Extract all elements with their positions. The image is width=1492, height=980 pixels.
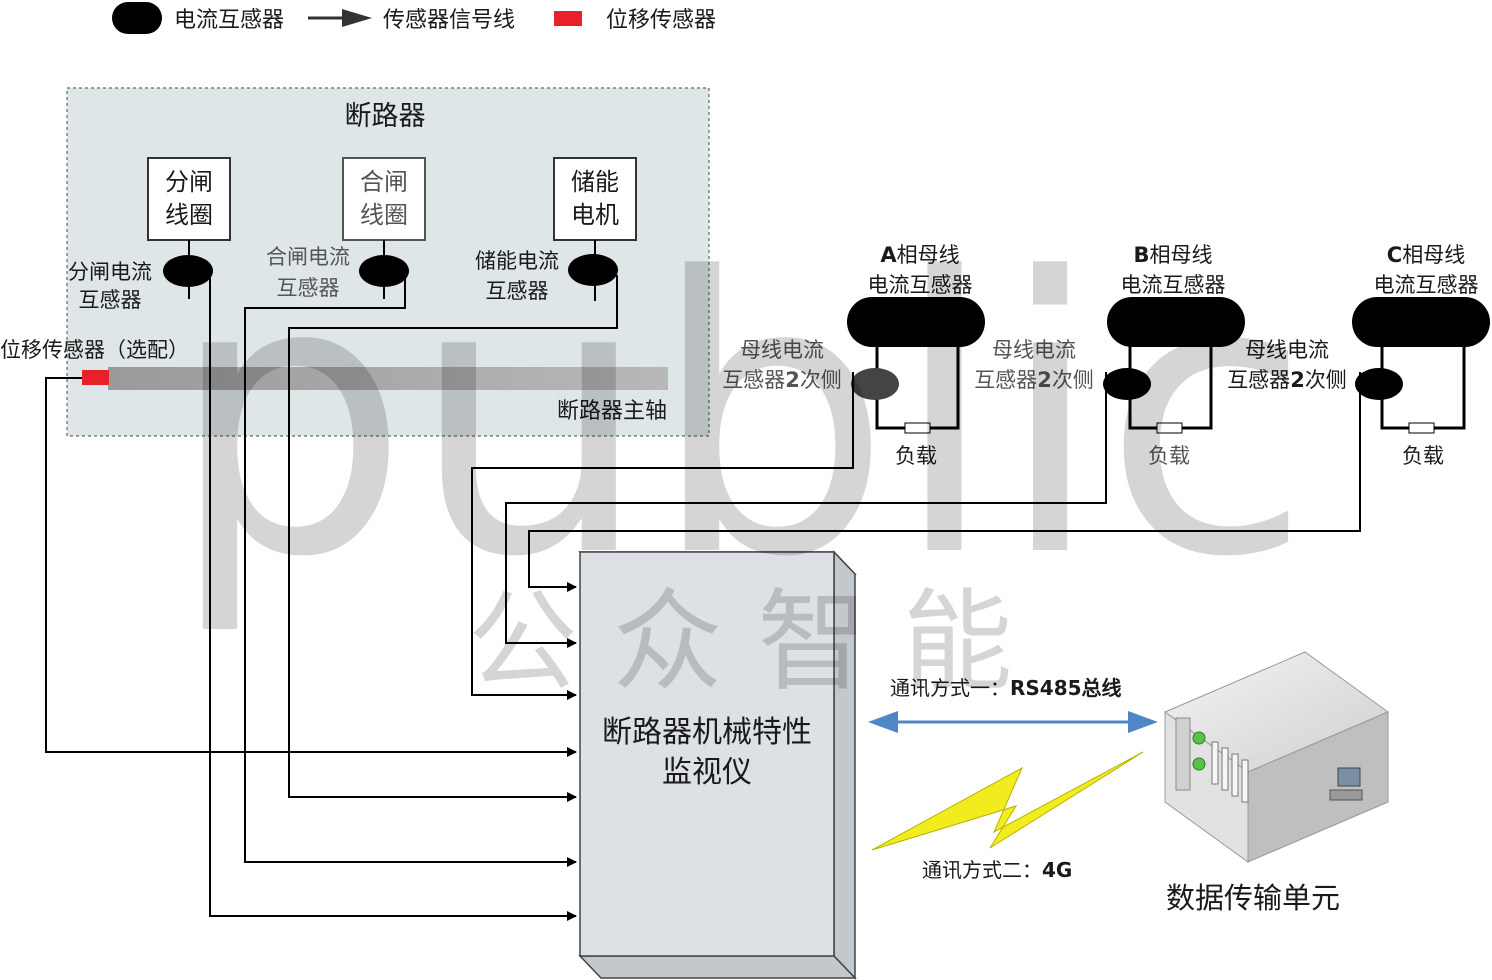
svg-text:母线电流: 母线电流: [992, 338, 1076, 362]
bus-c-secondary-ct-icon: [1355, 368, 1403, 400]
svg-text:线圈: 线圈: [360, 201, 408, 229]
svg-text:储能: 储能: [571, 168, 619, 196]
legend-ct-label: 电流互感器: [174, 8, 284, 33]
disp-sensor-label: 位移传感器（选配）: [0, 338, 189, 362]
rs485-arrow-right-icon: [1128, 711, 1158, 733]
bus-signal-wires: [471, 372, 1361, 700]
svg-text:电流互感器: 电流互感器: [868, 273, 973, 297]
motor-ct-label-1: 储能电流: [475, 249, 559, 273]
trip-ct-label-1: 分闸电流: [68, 260, 152, 284]
svg-text:互感器2次侧: 互感器2次侧: [974, 368, 1094, 392]
svg-text:C相母线: C相母线: [1387, 243, 1465, 267]
breaker-title: 断路器: [345, 101, 426, 132]
wireless-bolt-icon: [871, 751, 1144, 851]
legend-ct-icon: [112, 2, 162, 34]
breaker-signal-wires: [45, 275, 618, 921]
svg-text:电流互感器: 电流互感器: [1121, 273, 1226, 297]
svg-text:通讯方式一：RS485总线: 通讯方式一：RS485总线: [890, 676, 1122, 700]
svg-text:电流互感器: 电流互感器: [1374, 273, 1479, 297]
trip-ct-icon: [163, 255, 213, 299]
disp-signal-line: [45, 377, 577, 757]
bus-b-signal-line: [505, 372, 1107, 648]
comm-rs485: 通讯方式一：RS485总线: [868, 676, 1158, 733]
bus-group-a: A相母线 电流互感器 负载 母线电流 互感器2次侧: [722, 243, 985, 468]
watermark-cn: 公 众 智 能: [468, 578, 1013, 706]
trip-ct-signal-line: [209, 278, 577, 921]
legend-signal-label: 传感器信号线: [383, 8, 515, 33]
bus-c-ct-icon: [1352, 297, 1490, 347]
comm-4g: 通讯方式二：4G: [871, 751, 1144, 882]
svg-text:合闸: 合闸: [360, 168, 408, 196]
legend-disp-label: 位移传感器: [606, 8, 716, 33]
bus-group-b: B相母线 电流互感器 负载 母线电流 互感器2次侧: [974, 243, 1245, 468]
bus-a-ct-icon: [847, 297, 985, 347]
monitor-label-2: 监视仪: [662, 755, 752, 790]
svg-text:负载: 负载: [895, 444, 937, 468]
svg-text:分闸: 分闸: [165, 168, 213, 196]
svg-text:互感器2次侧: 互感器2次侧: [1227, 368, 1347, 392]
bus-b-secondary-ct-icon: [1103, 368, 1151, 400]
svg-text:A相母线: A相母线: [880, 243, 959, 267]
close-ct-label-1: 合闸电流: [266, 245, 350, 269]
shaft-label: 断路器主轴: [557, 399, 667, 424]
svg-text:线圈: 线圈: [165, 201, 213, 229]
svg-text:通讯方式二：4G: 通讯方式二：4G: [922, 858, 1072, 882]
svg-text:B相母线: B相母线: [1133, 243, 1212, 267]
svg-text:互感器2次侧: 互感器2次侧: [722, 368, 842, 392]
motor-ct-signal-line: [288, 275, 618, 802]
close-ct-label-2: 互感器: [277, 276, 340, 300]
close-ct-icon: [359, 255, 409, 299]
breaker-shaft: [108, 367, 668, 390]
motor-ct-icon: [568, 254, 618, 301]
svg-text:母线电流: 母线电流: [1245, 338, 1329, 362]
legend-signal-arrow-icon: [308, 9, 372, 27]
watermark: public 公 众 智 能: [168, 197, 1311, 706]
close-ct-signal-line: [244, 275, 577, 867]
bus-c-load-resistor: [1408, 422, 1435, 434]
bus-a-signal-line: [471, 372, 854, 700]
disp-sensor-icon: [82, 370, 109, 385]
motor-ct-label-2: 互感器: [486, 279, 549, 303]
legend: 电流互感器 传感器信号线 位移传感器: [112, 2, 716, 34]
monitor-label-1: 断路器机械特性: [602, 715, 812, 750]
svg-text:负载: 负载: [1148, 444, 1190, 468]
rs485-arrow-left-icon: [868, 711, 898, 733]
motor-box: 储能 电机: [553, 157, 637, 241]
dtu-label: 数据传输单元: [1166, 881, 1340, 915]
svg-text:负载: 负载: [1402, 444, 1444, 468]
trip-ct-label-2: 互感器: [79, 288, 142, 312]
breaker-panel: 断路器 分闸 线圈 合闸 线圈 储能 电机: [0, 87, 710, 437]
bus-group-c: C相母线 电流互感器 负载 母线电流 互感器2次侧: [1227, 243, 1490, 468]
svg-text:电机: 电机: [571, 201, 619, 229]
bus-a-load-resistor: [904, 422, 931, 434]
bus-b-ct-icon: [1107, 297, 1245, 347]
bus-c-signal-line: [528, 372, 1361, 592]
dtu-server-icon: [1163, 651, 1390, 863]
monitor-device: 断路器机械特性 监视仪: [578, 550, 857, 980]
bus-b-load-resistor: [1156, 422, 1183, 434]
legend-disp-icon: [554, 11, 582, 26]
watermark-latin: public: [168, 197, 1311, 640]
svg-text:母线电流: 母线电流: [740, 338, 824, 362]
bus-a-secondary-ct-icon: [851, 368, 899, 400]
